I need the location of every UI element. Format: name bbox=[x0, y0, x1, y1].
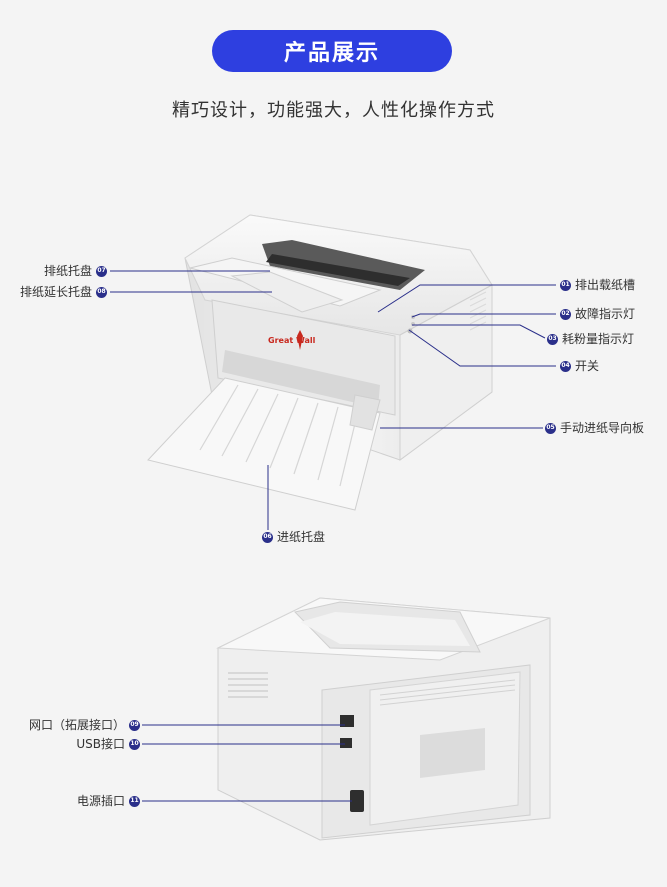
callout-power-socket: 电源插口 11 bbox=[76, 794, 140, 808]
brand-logo: Great Wall bbox=[268, 336, 316, 345]
leader-lines-back bbox=[142, 724, 352, 802]
printer-front bbox=[147, 214, 493, 511]
callout-power-switch: 04 开关 bbox=[560, 359, 600, 373]
callout-output-tray: 排纸托盘 07 bbox=[43, 264, 107, 278]
printer-back bbox=[216, 597, 551, 841]
callout-output-extension: 排纸延长托盘 08 bbox=[19, 285, 107, 299]
section-subtitle: 精巧设计，功能强大，人性化操作方式 bbox=[172, 100, 495, 121]
leader-lines-front bbox=[110, 270, 556, 530]
section-title: 产品展示 bbox=[212, 30, 452, 72]
callout-manual-feed-guide: 05 手动进纸导向板 bbox=[545, 421, 645, 435]
callout-usb-port: USB接口 10 bbox=[76, 737, 140, 751]
callout-output-slot: 01 排出载纸槽 bbox=[560, 278, 636, 292]
callout-network-port: 网口（拓展接口） 09 bbox=[28, 718, 140, 732]
callout-input-tray: 06 进纸托盘 bbox=[262, 530, 326, 544]
callout-error-led: 02 故障指示灯 bbox=[560, 307, 636, 321]
callout-toner-led: 03 耗粉量指示灯 bbox=[547, 332, 635, 346]
